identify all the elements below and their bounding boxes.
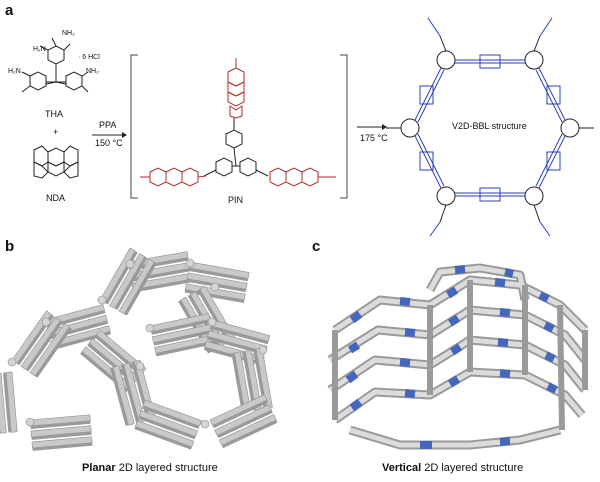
tha-nh2-right: NH₂ <box>86 68 99 75</box>
tha-h2n-left: H₂N <box>33 46 46 53</box>
tha-structure <box>21 37 89 93</box>
bbl-framework <box>386 17 594 237</box>
planar-caption: Planar 2D layered structure <box>82 462 218 474</box>
step1-reagent: PPA <box>99 120 117 130</box>
panel-c-letter: c <box>312 238 321 255</box>
planar-hexagon-left <box>0 303 147 452</box>
vertical-frames <box>327 263 589 450</box>
planar-caption-bold: Planar <box>82 462 116 474</box>
vertical-caption-rest: 2D layered structure <box>421 462 524 474</box>
vertical-caption: Vertical 2D layered structure <box>382 462 523 474</box>
panel-a-letter: a <box>5 2 14 19</box>
planar-caption-rest: 2D layered structure <box>115 462 218 474</box>
product-label: V2D-BBL structure <box>452 121 527 131</box>
pin-label: PIN <box>228 195 244 205</box>
pin-structure <box>140 58 336 187</box>
reaction-arrow-2 <box>357 124 387 130</box>
reaction-arrow-1 <box>92 132 127 138</box>
vertical-caption-bold: Vertical <box>382 462 422 474</box>
vertical-posts <box>332 280 588 431</box>
planar-hexagon-right <box>109 313 278 451</box>
tha-salt: · 6 HCl <box>78 54 100 61</box>
panel-b-letter: b <box>5 238 15 255</box>
nda-label: NDA <box>46 193 66 203</box>
vertical-blue-stripes <box>345 265 558 449</box>
planar-node-pegs <box>7 258 268 429</box>
tha-nh2-top: NH₂ <box>62 30 75 37</box>
reaction-scheme <box>21 17 594 237</box>
nda-structure <box>33 145 79 179</box>
plus-sign: + <box>53 127 59 137</box>
tha-h2n-lower-left: H₂N <box>8 68 21 75</box>
planar-hexagon-top <box>99 247 250 354</box>
step1-temperature: 150 °C <box>95 138 123 148</box>
step2-temperature: 175 °C <box>360 133 388 143</box>
tha-label: THA <box>45 109 63 119</box>
pin-brackets <box>130 54 348 199</box>
